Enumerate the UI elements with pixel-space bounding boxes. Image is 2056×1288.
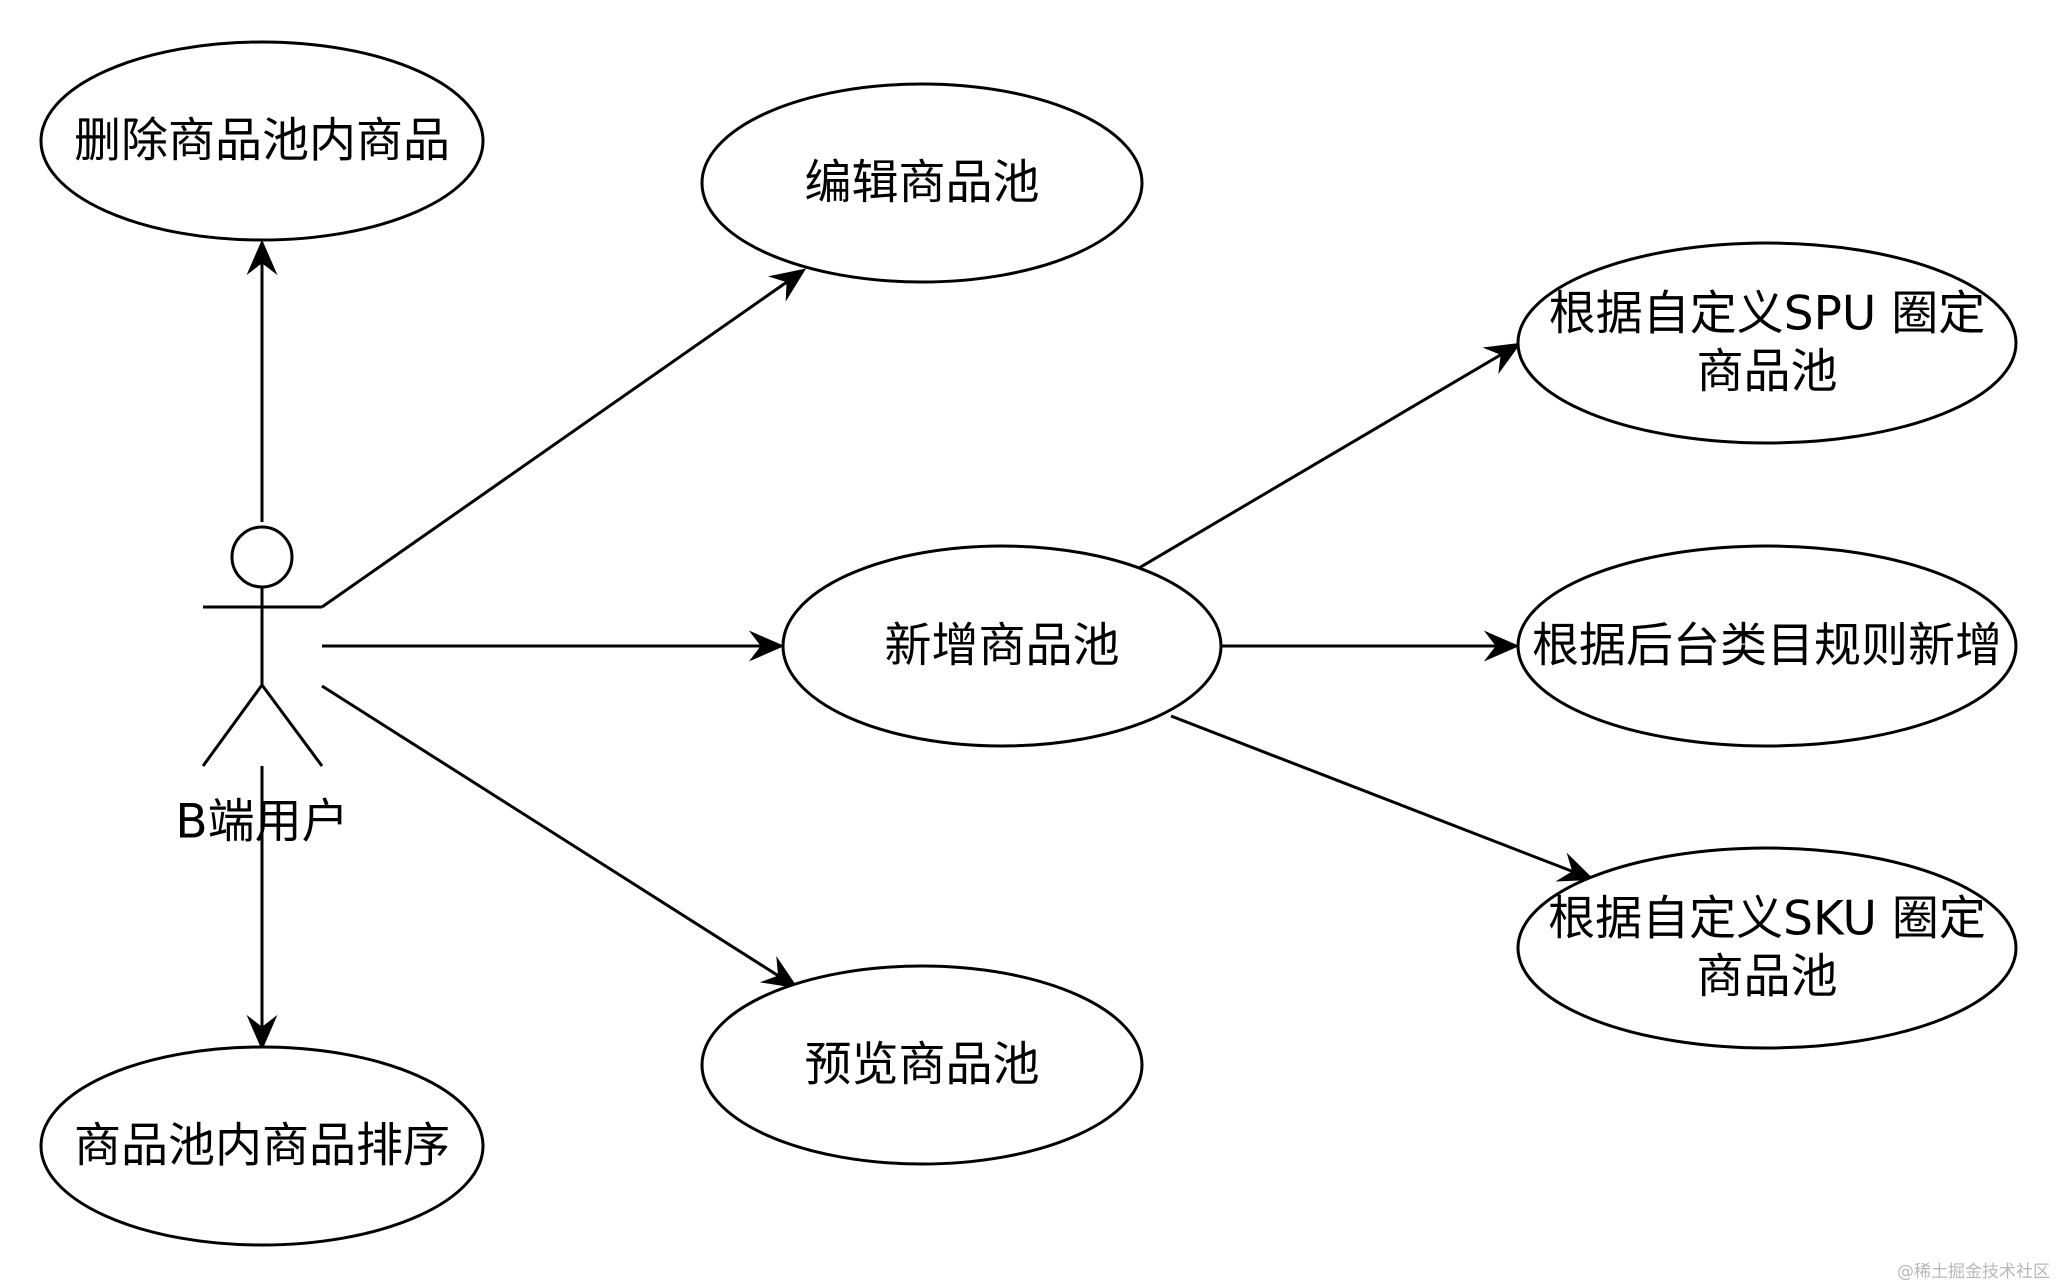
node-shape [39,40,485,242]
node-by-category: 根据后台类目规则新增 [1516,544,2018,748]
node-shape [781,544,1223,748]
arrowhead-sort-items [246,1014,278,1051]
node-label: 新增商品池 [885,619,1120,674]
node-label: 预览商品池 [805,1038,1040,1093]
node-label: 根据自定义SPU 圈定 [1549,287,1986,342]
node-label: 编辑商品池 [805,156,1040,211]
arrowhead-by-sku [1555,852,1595,882]
node-shape [1516,241,2018,445]
actor-b-user: B端用户 [175,525,349,850]
actor-label: B端用户 [175,795,348,850]
node-label: 根据自定义SKU 圈定 [1548,892,1986,947]
edge-actor-to-preview-pool [321,684,780,978]
node-shape [39,1045,485,1247]
node-delete-items: 删除商品池内商品 [39,40,485,242]
node-shape [700,964,1144,1166]
arrowhead-preview-pool [759,956,799,989]
actor-head [230,525,294,589]
node-shape [700,82,1144,284]
node-label: 根据后台类目规则新增 [1532,619,2002,674]
node-edit-pool: 编辑商品池 [700,82,1144,284]
arrowhead-edit-pool [767,268,807,302]
edge-actor-to-edit-pool [321,280,789,609]
edges [246,239,1595,1051]
edge-add-pool-to-by-sku [1170,714,1574,874]
node-label: 商品池 [1697,345,1838,400]
arrowhead-by-spu [1482,342,1522,375]
node-label: 商品池 [1697,950,1838,1005]
arrowhead-delete-items [246,239,278,276]
node-shape [1516,544,2018,748]
actor-left-leg [201,684,264,767]
node-add-pool: 新增商品池 [781,544,1223,748]
watermark: @稀土掘金技术社区 [1897,1262,2050,1282]
node-sort-items: 商品池内商品排序 [39,1045,485,1247]
arrowhead-by-category [1483,630,1520,662]
node-label: 商品池内商品排序 [74,1119,450,1174]
edge-add-pool-to-by-spu [1138,352,1503,570]
arrowhead-add-pool [748,630,785,662]
actor-right-leg [260,684,324,767]
node-preview-pool: 预览商品池 [700,964,1144,1166]
node-shape [1516,846,2018,1050]
node-label: 删除商品池内商品 [74,114,450,169]
